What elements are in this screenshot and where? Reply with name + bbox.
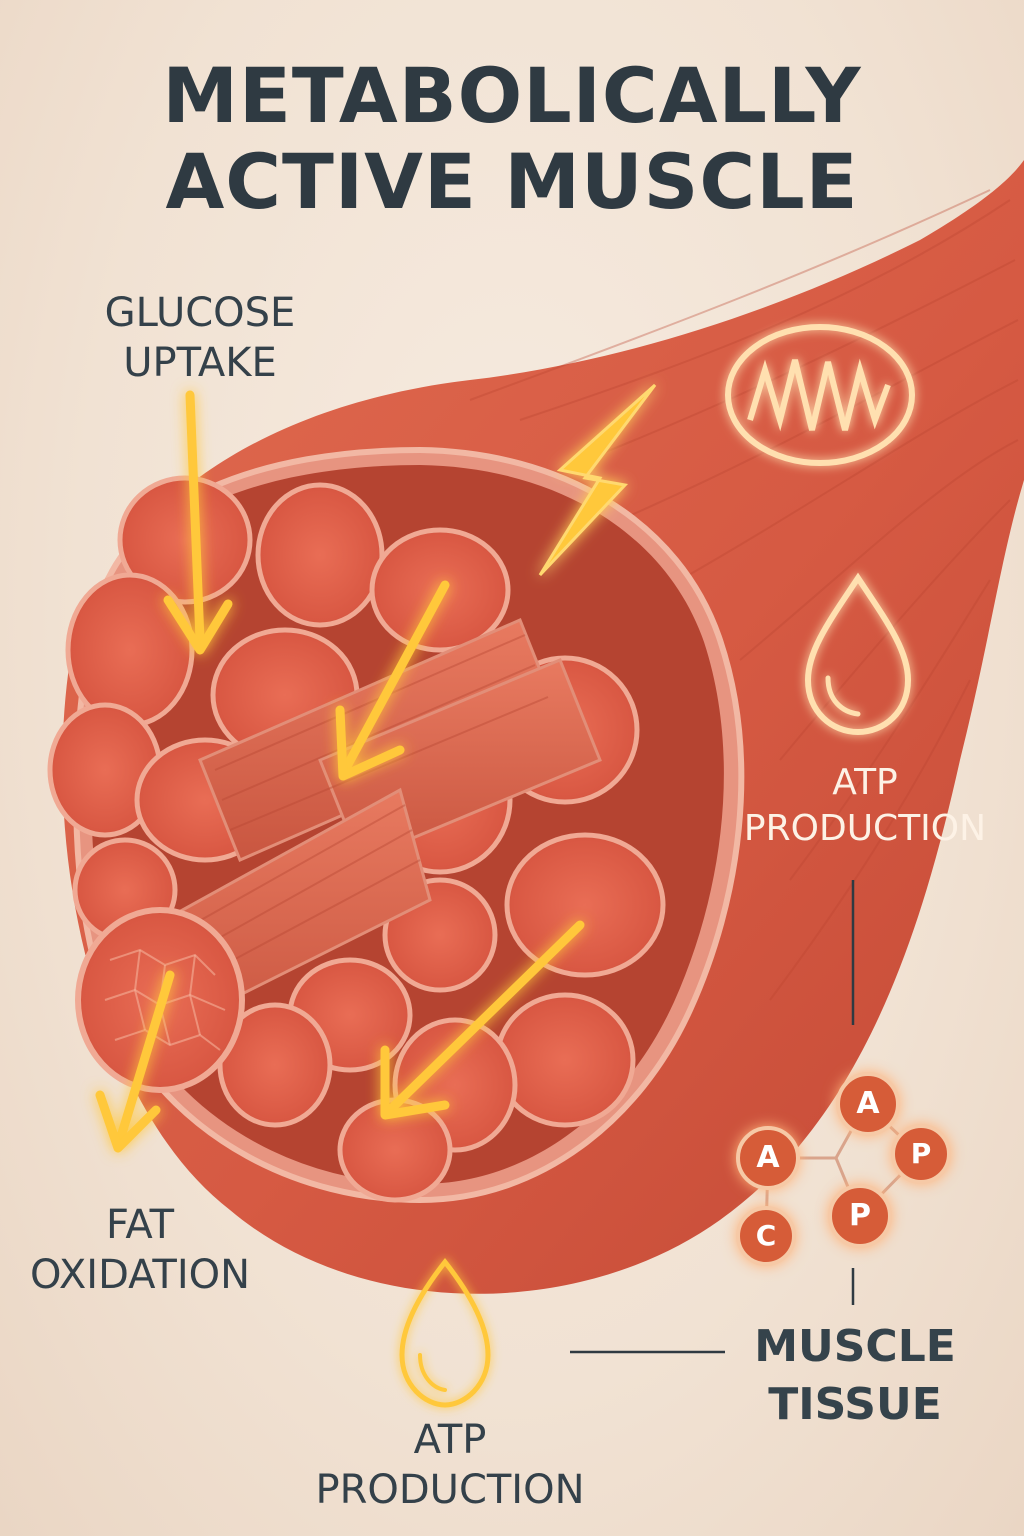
molecule-node-p1: P — [891, 1124, 951, 1184]
leader-lines — [570, 880, 855, 1354]
label-fat-oxidation-line2: OXIDATION — [29, 1252, 251, 1298]
label-glucose-uptake: GLUCOSE UPTAKE — [80, 288, 320, 388]
label-glucose-uptake-line2: UPTAKE — [123, 340, 277, 386]
label-atp-production-bottom: ATP PRODUCTION — [300, 1415, 600, 1515]
arrow-icon — [385, 920, 585, 1115]
label-fat-oxidation-line1: FAT — [105, 1202, 175, 1248]
lightning-icon — [538, 383, 657, 577]
label-muscle-tissue-line2: TISSUE — [768, 1379, 942, 1430]
label-muscle-tissue: MUSCLE TISSUE — [740, 1318, 970, 1434]
label-atp-production-bottom-line1: ATP — [413, 1417, 487, 1463]
title-line-1: METABOLICALLY — [162, 51, 862, 140]
label-atp-production-bottom-line2: PRODUCTION — [315, 1467, 585, 1513]
arrow-icon — [115, 970, 175, 1145]
label-fat-oxidation: FAT OXIDATION — [15, 1200, 265, 1300]
label-muscle-tissue-line1: MUSCLE — [754, 1321, 956, 1372]
molecule-node-p2: P — [828, 1184, 892, 1248]
arrow-icon — [335, 705, 405, 781]
arrow-icon — [380, 1045, 450, 1120]
label-atp-production-right-line1: ATP — [832, 762, 898, 803]
arrow-icon — [340, 580, 450, 775]
molecule-node-a1: A — [736, 1126, 800, 1190]
arrow-icon — [95, 1090, 161, 1153]
molecule-node-c: C — [736, 1206, 796, 1266]
molecule-node-a2: A — [836, 1072, 900, 1136]
arrows — [95, 390, 585, 1153]
label-glucose-uptake-line1: GLUCOSE — [104, 290, 296, 336]
arrow-icon — [185, 390, 205, 645]
droplet-icon — [804, 572, 912, 736]
label-atp-production-right: ATP PRODUCTION — [735, 760, 995, 852]
label-atp-production-right-line2: PRODUCTION — [743, 808, 987, 849]
arrow-icon — [163, 595, 233, 655]
title-line-2: ACTIVE MUSCLE — [165, 137, 859, 226]
fiber-end-texture — [104, 948, 226, 1051]
droplet-icon — [399, 1257, 491, 1408]
mitochondrion-icon — [725, 324, 915, 466]
